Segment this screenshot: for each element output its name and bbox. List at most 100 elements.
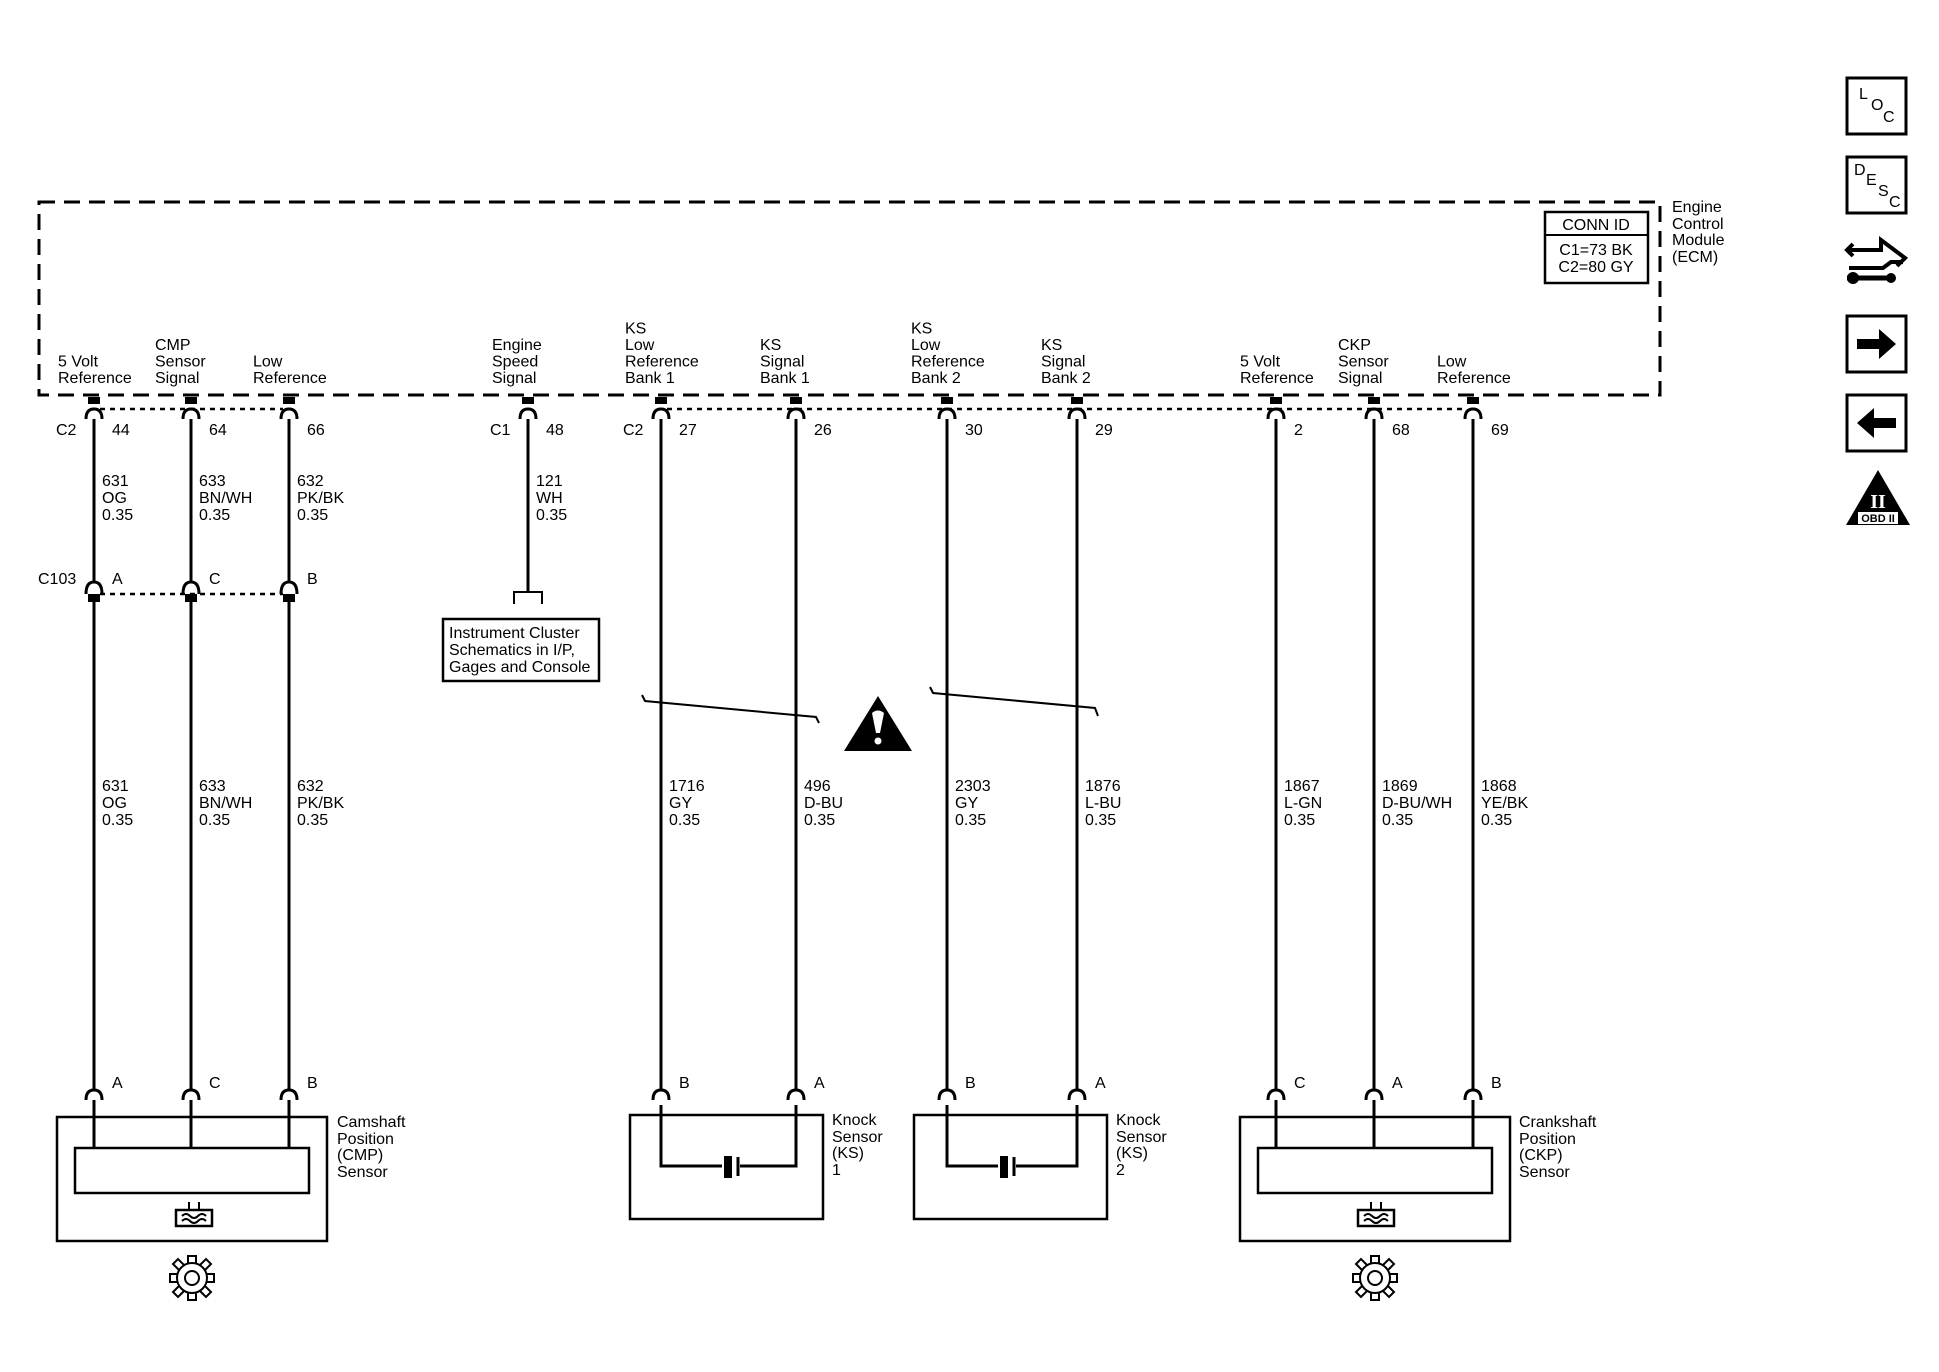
- svg-text:0.35: 0.35: [1284, 812, 1315, 829]
- svg-text:Low: Low: [625, 337, 655, 354]
- connector-id: C1: [490, 422, 511, 439]
- svg-text:A: A: [112, 571, 123, 588]
- svg-text:C1=73 BK: C1=73 BK: [1559, 242, 1633, 259]
- svg-text:0.35: 0.35: [804, 812, 835, 829]
- sensor-pin-A: A: [1364, 1075, 1403, 1101]
- svg-text:L-BU: L-BU: [1085, 795, 1121, 812]
- svg-text:Reference: Reference: [1240, 370, 1314, 387]
- sensor-pin-A: A: [1067, 1075, 1106, 1101]
- svg-text:KS: KS: [625, 321, 646, 338]
- svg-text:Low: Low: [911, 337, 941, 354]
- pin-number: 68: [1392, 422, 1410, 439]
- svg-text:KS: KS: [911, 321, 932, 338]
- svg-text:B: B: [307, 571, 318, 588]
- svg-text:Low: Low: [1437, 354, 1467, 371]
- svg-text:Engine: Engine: [492, 337, 542, 354]
- svg-text:1869: 1869: [1382, 778, 1418, 795]
- svg-text:D-BU/WH: D-BU/WH: [1382, 795, 1452, 812]
- svg-text:0.35: 0.35: [1085, 812, 1116, 829]
- sensor-pin-B: B: [651, 1075, 690, 1101]
- svg-text:0.35: 0.35: [199, 507, 230, 524]
- connector-repair-icon[interactable]: [1844, 236, 1909, 284]
- svg-text:GY: GY: [669, 795, 692, 812]
- pin-number: 30: [965, 422, 983, 439]
- pin-number: 27: [679, 422, 697, 439]
- cmp-sensor: Camshaft Position (CMP) Sensor: [55, 1114, 406, 1243]
- svg-text:0.35: 0.35: [102, 812, 133, 829]
- obd-ii-icon[interactable]: II OBD II: [1846, 470, 1910, 525]
- svg-text:II: II: [1870, 491, 1886, 513]
- svg-text:Instrument Cluster: Instrument Cluster: [449, 625, 580, 642]
- pin-number: 66: [307, 422, 325, 439]
- previous-arrow-icon[interactable]: [1845, 393, 1908, 453]
- pin-number: 29: [1095, 422, 1113, 439]
- svg-text:OG: OG: [102, 795, 127, 812]
- sensor-pin-C: C: [181, 1075, 221, 1101]
- ecm-pin-44: [84, 397, 104, 420]
- svg-text:C: C: [1883, 109, 1895, 126]
- svg-text:Sensor: Sensor: [155, 354, 206, 371]
- svg-text:1876: 1876: [1085, 778, 1121, 795]
- next-arrow-icon[interactable]: [1845, 314, 1908, 374]
- c103-pin-B: B: [279, 571, 318, 602]
- svg-text:BN/WH: BN/WH: [199, 795, 252, 812]
- svg-text:B: B: [679, 1075, 690, 1092]
- twisted-pair-marker-ks2: [929, 686, 1099, 717]
- svg-text:Module: Module: [1672, 232, 1725, 249]
- pin-number: 48: [546, 422, 564, 439]
- svg-text:Signal: Signal: [760, 354, 804, 371]
- svg-text:Reference: Reference: [58, 370, 132, 387]
- svg-text:632: 632: [297, 778, 324, 795]
- svg-text:D-BU: D-BU: [804, 795, 843, 812]
- svg-text:WH: WH: [536, 490, 563, 507]
- svg-text:Bank 2: Bank 2: [911, 370, 961, 387]
- ecm-pin-66: [279, 397, 299, 420]
- pin-number: 2: [1294, 422, 1303, 439]
- svg-text:Bank 2: Bank 2: [1041, 370, 1091, 387]
- svg-text:Sensor: Sensor: [1338, 354, 1389, 371]
- ecm-pin-30: [937, 397, 957, 420]
- svg-text:Reference: Reference: [1437, 370, 1511, 387]
- svg-text:C: C: [209, 1075, 221, 1092]
- cmp-reluctor-gear-icon: [169, 1255, 215, 1301]
- svg-text:(KS): (KS): [1116, 1145, 1148, 1162]
- svg-text:Bank 1: Bank 1: [625, 370, 675, 387]
- svg-text:(KS): (KS): [832, 1145, 864, 1162]
- svg-text:0.35: 0.35: [1382, 812, 1413, 829]
- svg-text:L-GN: L-GN: [1284, 795, 1322, 812]
- svg-text:C: C: [209, 571, 221, 588]
- svg-text:0.35: 0.35: [536, 507, 567, 524]
- svg-text:Knock: Knock: [832, 1112, 877, 1129]
- svg-text:0.35: 0.35: [199, 812, 230, 829]
- svg-text:0.35: 0.35: [102, 507, 133, 524]
- ckp-sensor: Crankshaft Position (CKP) Sensor: [1238, 1114, 1597, 1243]
- ecm-pin-48: [518, 397, 538, 420]
- instrument-cluster-reference: Instrument Cluster Schematics in I/P, Ga…: [441, 591, 601, 683]
- ecm-pin-69: [1463, 397, 1483, 420]
- ecm-pin-64: [181, 397, 201, 420]
- svg-text:Reference: Reference: [911, 354, 985, 371]
- svg-text:B: B: [1491, 1075, 1502, 1092]
- svg-text:0.35: 0.35: [955, 812, 986, 829]
- svg-text:Signal: Signal: [492, 370, 536, 387]
- c103-label: C103: [38, 571, 76, 588]
- svg-text:O: O: [1871, 97, 1883, 114]
- desc-icon[interactable]: D E S C: [1845, 155, 1908, 215]
- pin-number: 44: [112, 422, 130, 439]
- loc-icon[interactable]: L O C: [1845, 76, 1908, 136]
- svg-text:Schematics in I/P,: Schematics in I/P,: [449, 642, 575, 659]
- svg-text:Engine: Engine: [1672, 199, 1722, 216]
- svg-text:632: 632: [297, 473, 324, 490]
